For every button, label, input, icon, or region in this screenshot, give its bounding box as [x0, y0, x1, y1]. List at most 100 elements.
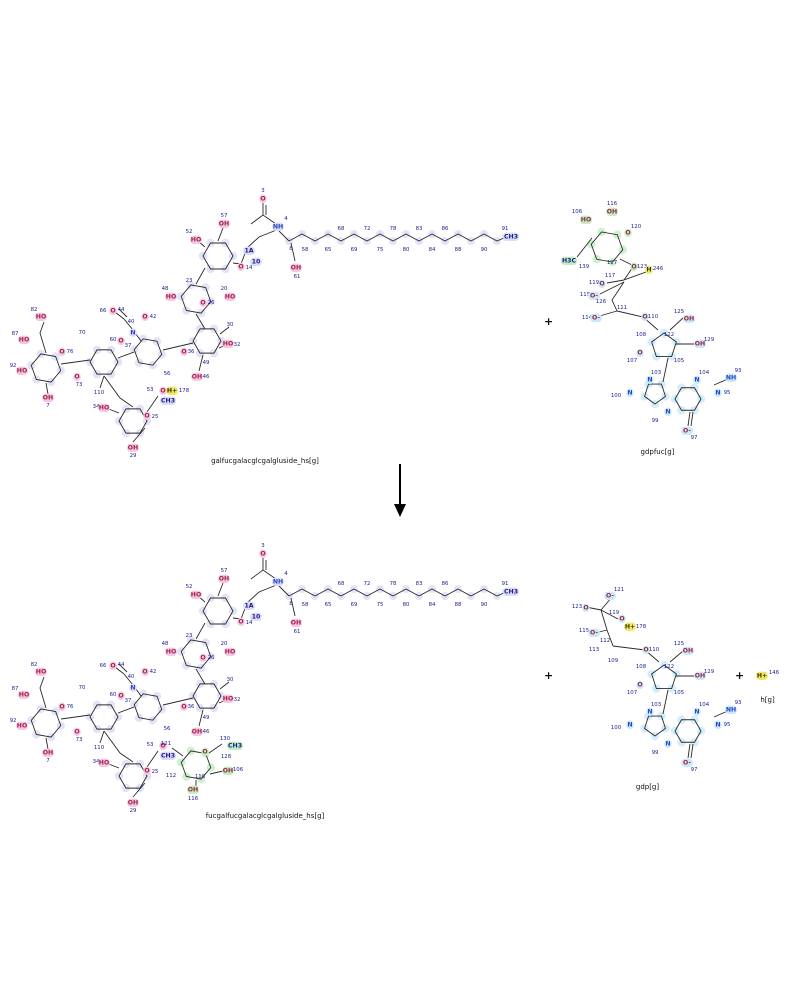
- atom-highlight: [681, 758, 693, 767]
- atom-label: 23: [186, 278, 193, 284]
- atom-label: N: [694, 377, 699, 384]
- bond: [99, 730, 105, 744]
- bond: [619, 258, 633, 266]
- ring-bond: [651, 332, 677, 357]
- atom-label: OH: [695, 341, 705, 348]
- atom-highlight: [604, 591, 616, 600]
- atom-label: N: [130, 685, 135, 692]
- atom-label: HO: [99, 760, 109, 767]
- atom-label: 58: [302, 602, 309, 608]
- atom-label: 82: [31, 307, 38, 313]
- atom-label: O: [202, 749, 207, 756]
- atom-label: OH: [223, 768, 233, 775]
- atom-highlight: [199, 298, 207, 307]
- atom-highlight: [35, 312, 47, 321]
- bond: [162, 697, 194, 706]
- atom-label: O: [238, 264, 243, 271]
- atom-label: 32: [234, 697, 241, 703]
- ring-bond: [192, 683, 222, 709]
- atom-label: 75: [377, 247, 384, 253]
- ring-bond: [644, 383, 666, 405]
- atom-label: O: [74, 374, 79, 381]
- atom-label: 82: [31, 662, 38, 668]
- atom-label: 116: [188, 796, 199, 802]
- label-product-glycolipid: fucgalfucgalacglcgalgluside_hs[g]: [205, 812, 325, 820]
- ring-bond: [674, 387, 702, 411]
- atom-label: 44: [118, 662, 125, 668]
- atom-label: 3: [261, 543, 264, 549]
- atom-highlight: [636, 348, 644, 357]
- atom-label: O: [200, 655, 205, 662]
- bond: [162, 342, 194, 351]
- atom-label: 83: [416, 581, 423, 587]
- atom-label: OH: [43, 750, 53, 757]
- atom-label: 10: [252, 614, 261, 621]
- ring-bond: [202, 242, 234, 270]
- bond: [662, 357, 669, 383]
- atom-highlight: [224, 647, 236, 656]
- atom-label: 109: [608, 658, 619, 664]
- atom-label: 20: [221, 641, 228, 647]
- atom-highlight: [243, 246, 255, 255]
- atom-label: 106: [233, 767, 244, 773]
- ring-bond: [133, 338, 163, 366]
- atom-label: 36: [188, 349, 195, 355]
- atom-label: HO: [166, 294, 176, 301]
- atom-label: OH: [607, 209, 617, 216]
- bond: [687, 411, 691, 427]
- atom-label: 69: [351, 247, 358, 253]
- atom-highlight: [646, 375, 654, 384]
- atom-label: 117: [605, 273, 615, 279]
- atom-label: CH3: [228, 743, 242, 750]
- atom-highlight: [18, 690, 30, 699]
- atom-label: 14: [246, 265, 253, 271]
- atom-label: HO: [166, 649, 176, 656]
- atom-label: O: [144, 768, 149, 775]
- ring-bond: [674, 719, 702, 743]
- atom-highlight: [502, 232, 520, 241]
- bond: [45, 382, 49, 395]
- atom-label: 110: [648, 314, 659, 320]
- atom-label: 57: [221, 568, 228, 574]
- atom-label: 178: [636, 624, 647, 630]
- atom-label: 60: [110, 337, 117, 343]
- atom-label: 65: [325, 247, 332, 253]
- atom-label: N: [665, 409, 670, 416]
- atom-label: 83: [416, 226, 423, 232]
- bond: [616, 310, 644, 318]
- atom-highlight: [16, 721, 28, 730]
- atom-label: N: [647, 377, 652, 384]
- atom-label: 40: [128, 319, 135, 325]
- atom-label: 76: [67, 704, 74, 710]
- atom-label: O: [200, 300, 205, 307]
- atom-label: 115: [579, 628, 589, 634]
- label-reactant-glycolipid: galfucgalacglcgalgluside_hs[g]: [211, 457, 319, 465]
- atom-highlight: [141, 667, 149, 676]
- bond: [669, 317, 684, 331]
- atom-label: 146: [769, 670, 780, 676]
- atom-label: 46: [203, 729, 210, 735]
- atom-highlight: [218, 574, 230, 583]
- atom-label: 107: [627, 690, 637, 696]
- atom-label: 65: [325, 602, 332, 608]
- atom-highlight: [683, 314, 695, 323]
- atom-label: 78: [390, 226, 397, 232]
- atom-highlight: [606, 207, 618, 216]
- atom-label: 58: [302, 247, 309, 253]
- atom-label: O: [238, 619, 243, 626]
- atom-highlight: [226, 741, 244, 750]
- atom-label: O: [110, 663, 115, 670]
- atom-highlight: [636, 680, 644, 689]
- bond: [118, 308, 128, 318]
- atom-label: NH: [273, 579, 283, 586]
- atom-label: 48: [162, 286, 169, 292]
- atom-label: 123: [637, 264, 647, 270]
- atom-label: O: [643, 647, 648, 654]
- atom-highlight: [250, 612, 262, 621]
- atom-highlight: [582, 603, 590, 612]
- atom-label: 108: [636, 664, 647, 670]
- atom-highlight: [250, 257, 262, 266]
- atom-label: H+: [167, 388, 177, 395]
- atom-label: 119: [589, 280, 600, 286]
- atom-label: 25: [152, 414, 159, 420]
